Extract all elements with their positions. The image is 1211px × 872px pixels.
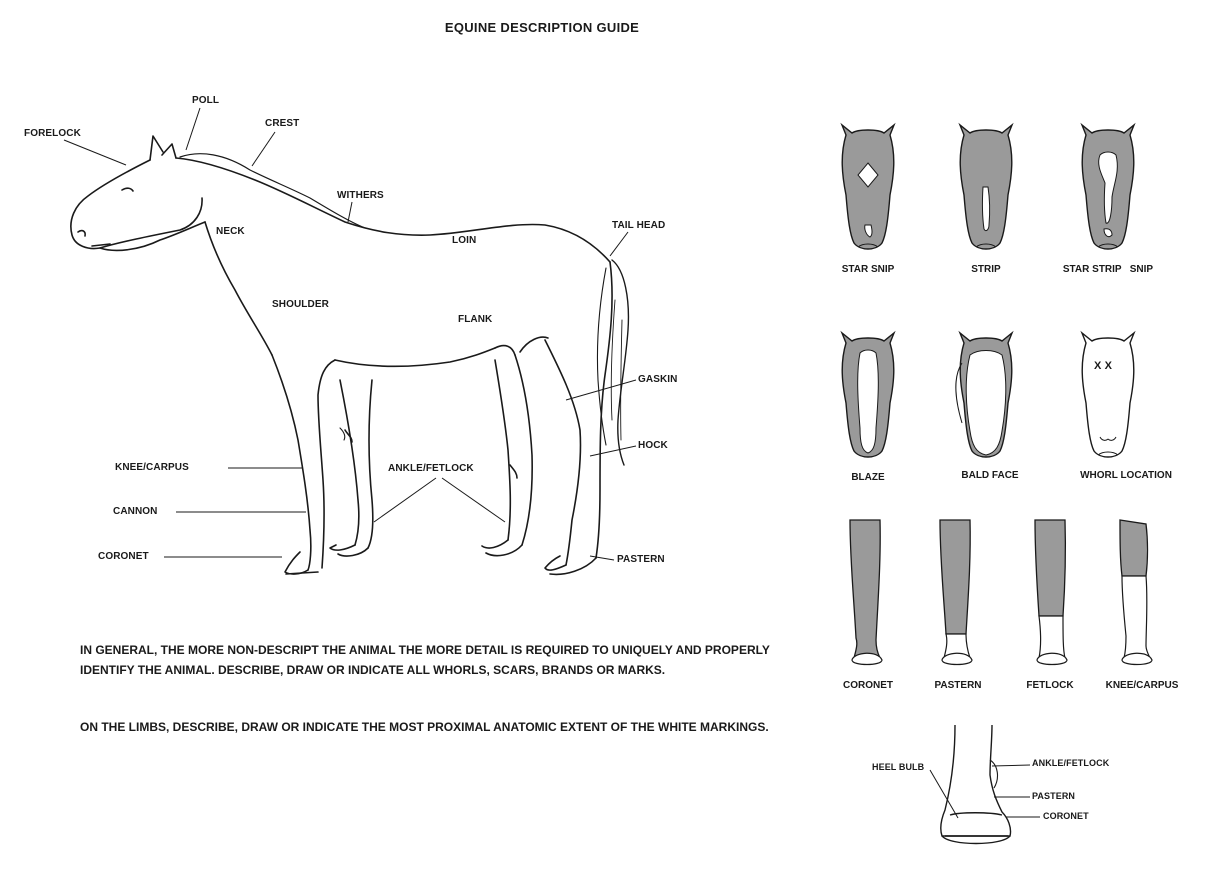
leg-knee-carpus — [1119, 519, 1153, 666]
paragraph-limbs: ON THE LIMBS, DESCRIBE, DRAW OR INDICATE… — [80, 720, 769, 734]
caption-blaze: BLAZE — [851, 472, 885, 483]
label-loin: LOIN — [452, 235, 477, 246]
face-star-strip-snip — [1080, 122, 1136, 250]
caption-star-strip-snip: STAR STRIP SNIP — [1062, 264, 1154, 275]
label-knee-carpus: KNEE/CARPUS — [115, 462, 189, 473]
label-tail-head: TAIL HEAD — [612, 220, 666, 231]
face-whorl-location — [1080, 330, 1136, 458]
leader-ankle-left — [373, 477, 437, 523]
label-ankle-fetlock: ANKLE/FETLOCK — [388, 463, 474, 474]
leg-pastern — [939, 519, 973, 666]
caption-star-snip: STAR SNIP — [841, 264, 895, 275]
leg-coronet — [849, 519, 883, 666]
caption-strip: STRIP — [971, 264, 1001, 275]
leader-heel-bulb — [929, 769, 959, 819]
page-title: EQUINE DESCRIPTION GUIDE — [444, 20, 640, 35]
face-bald-face — [955, 330, 1014, 458]
leader-forelock — [63, 139, 127, 166]
label-flank: FLANK — [458, 314, 493, 325]
horse-outline — [70, 135, 630, 576]
label-neck: NECK — [216, 226, 245, 237]
label-poll: POLL — [192, 95, 220, 106]
label-withers: WITHERS — [337, 190, 384, 201]
whorl-marks: X X — [1094, 360, 1113, 372]
caption-bald-face: BALD FACE — [961, 470, 1019, 481]
leader-ankle-fetlock-detail — [991, 764, 1031, 767]
leader-hock — [589, 445, 637, 457]
face-strip — [958, 122, 1014, 250]
caption-leg-coronet: CORONET — [843, 680, 893, 691]
label-detail-pastern: PASTERN — [1032, 791, 1076, 801]
face-blaze — [840, 330, 896, 458]
face-star-snip — [840, 122, 896, 250]
hoof-detail — [929, 724, 1040, 845]
label-detail-ankle-fetlock: ANKLE/FETLOCK — [1032, 758, 1110, 768]
label-gaskin: GASKIN — [638, 374, 678, 385]
leader-gaskin — [565, 379, 637, 401]
caption-whorl-location: WHORL LOCATION — [1080, 470, 1172, 481]
leg-markings — [849, 519, 1153, 666]
caption-leg-knee-carpus: KNEE/CARPUS — [1105, 680, 1179, 691]
label-heel-bulb: HEEL BULB — [872, 762, 925, 772]
leader-ankle-right — [441, 477, 506, 523]
leader-withers — [347, 201, 353, 223]
label-detail-coronet: CORONET — [1043, 811, 1089, 821]
label-coronet: CORONET — [98, 551, 149, 562]
leader-crest — [251, 131, 276, 167]
leader-lines — [63, 107, 637, 561]
label-forelock: FORELOCK — [24, 128, 81, 139]
label-shoulder: SHOULDER — [272, 299, 329, 310]
leg-fetlock — [1034, 519, 1068, 666]
leader-tail-head — [609, 231, 629, 257]
label-hock: HOCK — [638, 440, 668, 451]
leader-poll — [185, 107, 201, 151]
label-cannon: CANNON — [113, 506, 158, 517]
label-crest: CREST — [265, 118, 300, 129]
paragraph-general: IN GENERAL, THE MORE NON-DESCRIPT THE AN… — [80, 643, 770, 677]
label-pastern: PASTERN — [617, 554, 665, 565]
leader-pastern — [589, 555, 615, 561]
caption-leg-fetlock: FETLOCK — [1026, 680, 1074, 691]
face-markings — [840, 122, 1136, 458]
caption-leg-pastern: PASTERN — [934, 680, 982, 691]
